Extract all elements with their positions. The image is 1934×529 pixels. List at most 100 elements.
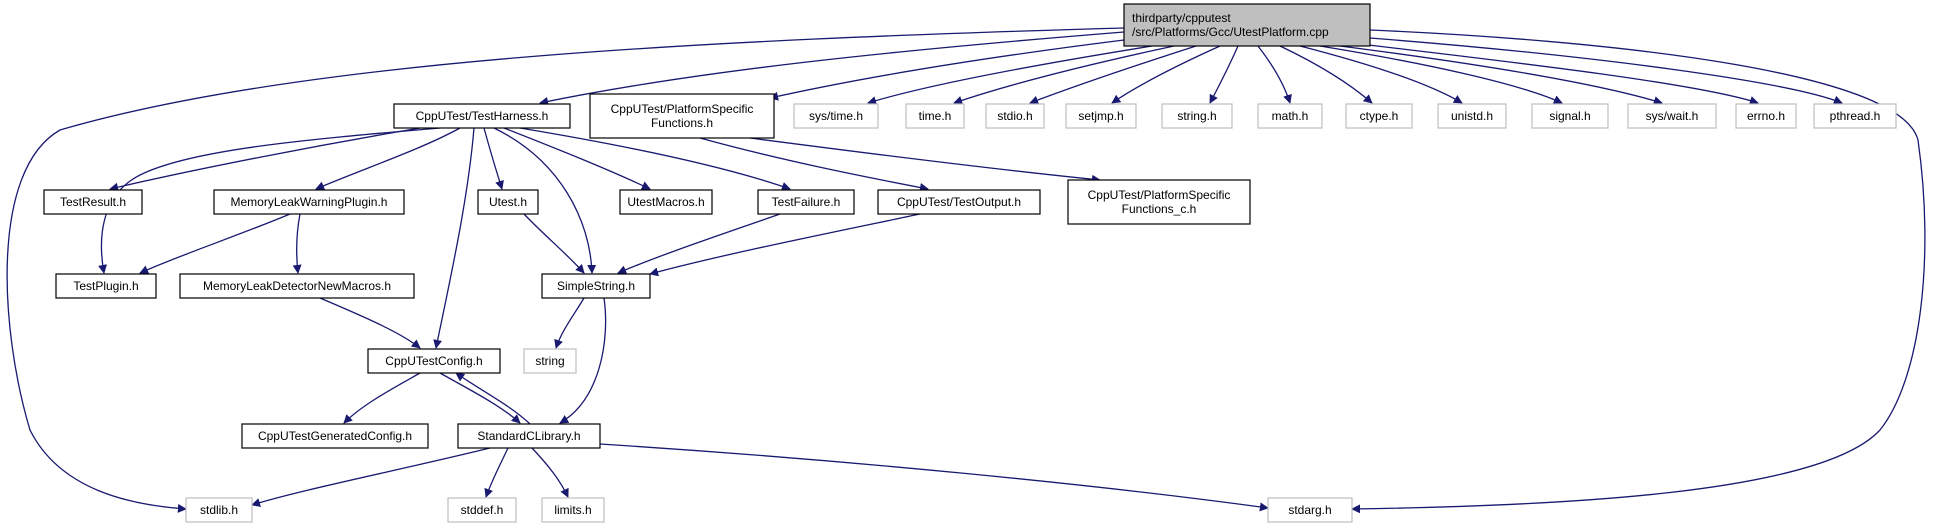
node-stddef[interactable]: stddef.h (447, 497, 517, 523)
edge-root-to-stdlib (6, 27, 1125, 513)
node-testharness[interactable]: CppUTest/TestHarness.h (393, 103, 571, 129)
node-label: stddef.h (461, 503, 504, 517)
node-box (241, 423, 429, 449)
node-syswait[interactable]: sys/wait.h (1627, 103, 1717, 129)
edge-root-to-math (1257, 45, 1292, 104)
node-ctype[interactable]: ctype.h (1345, 103, 1413, 129)
edge-testharness-to-cpputestconfig (433, 127, 475, 349)
node-label: CppUTest/TestOutput.h (897, 195, 1021, 209)
node-label: string.h (1177, 109, 1216, 123)
edge-root-to-testharness (539, 31, 1125, 106)
edge-cpputestconfig-to-generatedconfig (343, 372, 421, 424)
node-limits[interactable]: limits.h (541, 497, 605, 523)
node-stdarg[interactable]: stdarg.h (1267, 497, 1353, 523)
edge-arrow (1319, 45, 1563, 104)
edge-arrow (1209, 45, 1239, 104)
node-simplestring[interactable]: SimpleString.h (541, 273, 651, 299)
node-box (757, 189, 855, 215)
node-box (393, 103, 571, 129)
edge-cpputestconfig-to-stdclib (439, 372, 521, 424)
node-box (1627, 103, 1717, 129)
edge-arrow (749, 137, 1101, 184)
node-testoutput[interactable]: CppUTest/TestOutput.h (877, 189, 1041, 215)
node-errno[interactable]: errno.h (1735, 103, 1797, 129)
node-stdlib[interactable]: stdlib.h (185, 497, 253, 523)
edge-root-to-stringh (1209, 45, 1239, 104)
edge-root-to-platformspecific (769, 39, 1125, 101)
edge-arrow (98, 127, 441, 274)
node-box (985, 103, 1045, 129)
edge-arrow (1257, 45, 1292, 104)
edge-arrow (139, 213, 291, 274)
node-stringh[interactable]: string.h (1161, 103, 1233, 129)
node-box (1345, 103, 1413, 129)
edge-arrow (1279, 45, 1373, 104)
node-label: TestPlugin.h (73, 279, 138, 293)
node-label: CppUTest/PlatformSpecific (1088, 188, 1231, 202)
node-time[interactable]: time.h (905, 103, 965, 129)
edge-arrow (519, 127, 791, 191)
edge-arrow (483, 127, 504, 190)
node-label: /src/Platforms/Gcc/UtestPlatform.cpp (1132, 25, 1329, 39)
node-cpputestconfig[interactable]: CppUTestConfig.h (367, 348, 501, 374)
node-box (541, 497, 605, 523)
node-testplugin[interactable]: TestPlugin.h (55, 273, 157, 299)
node-label: CppUTest/PlatformSpecific (611, 102, 754, 116)
node-string[interactable]: string (523, 348, 577, 374)
node-box (619, 189, 713, 215)
edge-arrow (455, 372, 531, 425)
node-setjmp[interactable]: setjmp.h (1065, 103, 1137, 129)
edge-testharness-to-testresult (109, 127, 421, 192)
node-label: CppUTestConfig.h (385, 354, 482, 368)
node-memleakdetector[interactable]: MemoryLeakDetectorNewMacros.h (179, 273, 415, 299)
node-stdclib[interactable]: StandardCLibrary.h (457, 423, 601, 449)
edge-stdclib-to-cpputestconfig (455, 372, 531, 425)
edge-arrow (1351, 29, 1926, 514)
node-label: MemoryLeakDetectorNewMacros.h (203, 279, 391, 293)
node-memleakwarn[interactable]: MemoryLeakWarningPlugin.h (213, 189, 405, 215)
edge-platformspecific-to-testoutput (699, 137, 929, 192)
node-testfailure[interactable]: TestFailure.h (757, 189, 855, 215)
node-stdio[interactable]: stdio.h (985, 103, 1045, 129)
node-label: math.h (1272, 109, 1309, 123)
edge-arrow (617, 213, 781, 274)
edge-root-to-ctype (1279, 45, 1373, 104)
node-box (457, 423, 601, 449)
edge-arrow (953, 45, 1175, 105)
edge-root-to-pthread (1369, 37, 1843, 105)
node-pthread[interactable]: pthread.h (1813, 103, 1897, 129)
node-root[interactable]: thirdparty/cpputest/src/Platforms/Gcc/Ut… (1123, 3, 1371, 47)
node-testresult[interactable]: TestResult.h (43, 189, 143, 215)
edge-root-to-signal (1319, 45, 1563, 104)
edge-arrow (599, 443, 1269, 512)
edge-arrow (493, 127, 597, 274)
node-box (905, 103, 965, 129)
node-utestmacros[interactable]: UtestMacros.h (619, 189, 713, 215)
node-math[interactable]: math.h (1257, 103, 1323, 129)
node-label: thirdparty/cpputest (1132, 11, 1231, 25)
edge-arrow (1369, 37, 1843, 105)
node-systime[interactable]: sys/time.h (793, 103, 879, 129)
node-box (1257, 103, 1323, 129)
node-unistd[interactable]: unistd.h (1437, 103, 1507, 129)
edge-testfailure-to-simplestring (617, 213, 781, 274)
node-label: signal.h (1549, 109, 1590, 123)
node-label: stdio.h (997, 109, 1032, 123)
node-box (185, 497, 253, 523)
node-generatedconfig[interactable]: CppUTestGeneratedConfig.h (241, 423, 429, 449)
node-label: pthread.h (1830, 109, 1881, 123)
node-signal[interactable]: signal.h (1531, 103, 1609, 129)
edge-arrow (6, 27, 1125, 513)
node-label: Functions.h (651, 116, 713, 130)
node-box (1735, 103, 1797, 129)
edge-memleakdetector-to-cpputestconfig (319, 297, 421, 349)
edge-memleakwarn-to-memleakdetector (292, 213, 302, 274)
node-label: Functions_c.h (1122, 202, 1197, 216)
node-utest[interactable]: Utest.h (477, 189, 539, 215)
node-box (589, 93, 775, 139)
edge-arrow (251, 447, 491, 507)
node-label: TestResult.h (60, 195, 126, 209)
edge-root-to-systime (867, 45, 1153, 105)
